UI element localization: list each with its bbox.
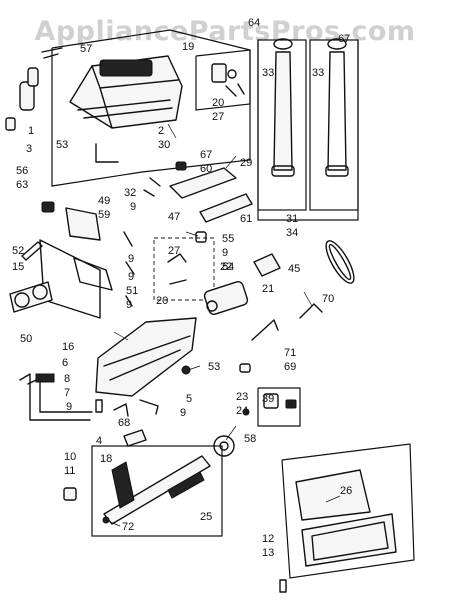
callout-label: 64 <box>248 17 260 29</box>
callout-label: 53 <box>208 361 220 373</box>
callout-label: 20 <box>156 295 168 307</box>
callout-label: 32 <box>124 187 136 199</box>
callout-label: 63 <box>16 179 28 191</box>
callout-label: 19 <box>182 41 194 53</box>
callout-label: 9 <box>128 253 134 265</box>
callout-label: 7 <box>64 387 70 399</box>
callout-label: 4 <box>96 435 102 447</box>
hardware <box>63 393 297 501</box>
callout-label: 71 <box>284 347 296 359</box>
callout-label: 24 <box>236 405 248 417</box>
callout-label: 49 <box>98 195 110 207</box>
callout-label: 26 <box>340 485 352 497</box>
callout-label: 58 <box>244 433 256 445</box>
brush-roll <box>102 455 211 525</box>
callout-label: 53 <box>56 139 68 151</box>
callout-label: 22 <box>220 261 232 273</box>
callout-label: 27 <box>212 111 224 123</box>
leader-lines <box>109 123 341 527</box>
cuff-parts <box>5 47 119 163</box>
callout-label: 57 <box>80 43 92 55</box>
callout-label: 3 <box>26 143 32 155</box>
motor-hood-assembly <box>69 55 183 129</box>
callout-label: 67 <box>200 149 212 161</box>
bottom-plate <box>279 469 397 593</box>
callout-label: 50 <box>20 333 32 345</box>
callout-label: 55 <box>222 233 234 245</box>
callout-label: 13 <box>262 547 274 559</box>
latch-parts <box>211 63 245 97</box>
nozzle-housing <box>19 317 251 421</box>
callout-label: 33 <box>312 67 324 79</box>
callout-label: 21 <box>262 283 274 295</box>
belt <box>325 240 355 284</box>
callout-label: 25 <box>200 511 212 523</box>
callout-label: 9 <box>128 271 134 283</box>
callout-label: 20 <box>212 97 224 109</box>
callout-label: 16 <box>62 341 74 353</box>
callout-label: 67 <box>338 33 350 45</box>
callout-label: 52 <box>12 245 24 257</box>
callout-label: 2 <box>158 125 164 137</box>
callout-label: 30 <box>158 139 170 151</box>
callout-label: 9 <box>126 299 132 311</box>
callout-label: 31 <box>286 213 298 225</box>
callout-label: 9 <box>66 401 72 413</box>
callout-label: 29 <box>240 157 252 169</box>
callout-label: 39 <box>262 393 274 405</box>
callout-label: 68 <box>118 417 130 429</box>
callout-label: 9 <box>130 201 136 213</box>
callout-label: 51 <box>126 285 138 297</box>
callout-label: 18 <box>100 453 112 465</box>
nozzle-motor <box>167 231 323 341</box>
callout-label: 33 <box>262 67 274 79</box>
callout-label: 34 <box>286 227 298 239</box>
callout-label: 15 <box>12 261 24 273</box>
callout-label: 9 <box>180 407 186 419</box>
callout-label: 12 <box>262 533 274 545</box>
callout-labels: 64 57 19 67 33 33 1 2 30 3 53 20 27 56 6… <box>12 17 352 559</box>
callout-label: 6 <box>62 357 68 369</box>
callout-label: 60 <box>200 163 212 175</box>
callout-label: 70 <box>322 293 334 305</box>
callout-label: 54 <box>222 261 234 273</box>
callout-label: 56 <box>16 165 28 177</box>
group-frames <box>51 29 415 579</box>
callout-label: 45 <box>288 263 300 275</box>
callout-label: 69 <box>284 361 296 373</box>
callout-label: 11 <box>64 465 75 477</box>
callout-label: 5 <box>186 393 192 405</box>
upper-cover <box>143 161 253 223</box>
callout-label: 9 <box>222 247 228 259</box>
bale-and-frame <box>9 201 135 319</box>
callout-label: 72 <box>122 521 134 533</box>
callout-label: 59 <box>98 209 110 221</box>
callout-label: 61 <box>240 213 252 225</box>
callout-label: 10 <box>64 451 76 463</box>
wand-tubes <box>271 38 349 177</box>
callout-label: 47 <box>168 211 180 223</box>
callout-label: 27 <box>168 245 180 257</box>
callout-label: 23 <box>236 391 248 403</box>
callout-label: 1 <box>28 125 34 137</box>
callout-label: 8 <box>64 373 70 385</box>
